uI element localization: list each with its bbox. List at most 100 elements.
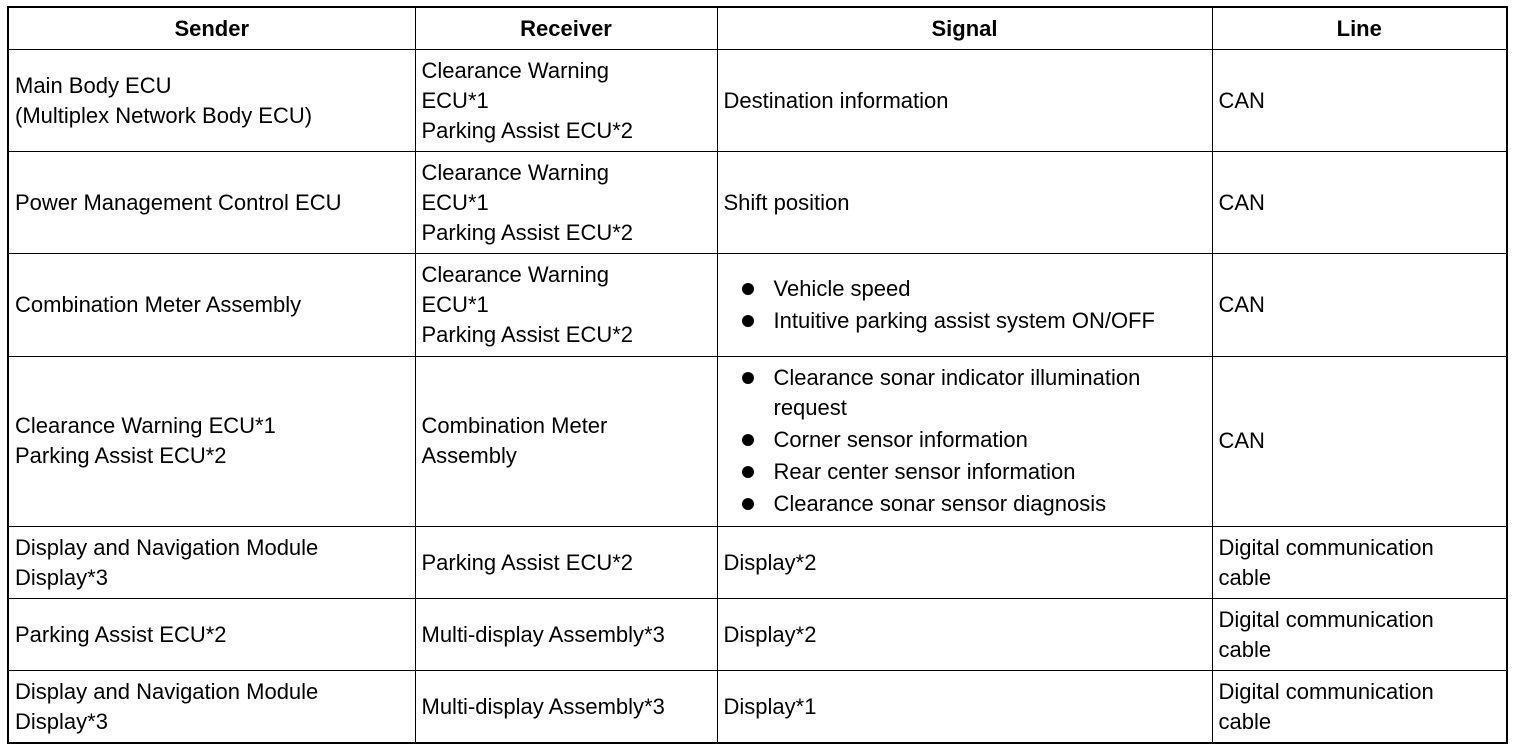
cell-text: cable <box>1218 708 1272 734</box>
line-cell: Digital communication cable <box>1211 670 1508 744</box>
receiver-cell: Multi-display Assembly*3 <box>414 598 718 672</box>
cell-text: Display*3 <box>15 564 108 590</box>
receiver-cell: Parking Assist ECU*2 <box>414 526 718 600</box>
receiver-cell: Clearance Warning ECU*1 Parking Assist E… <box>414 253 718 357</box>
cell-text: Clearance Warning ECU*1 <box>15 413 276 439</box>
bullet-icon <box>741 283 754 296</box>
cell-text: CAN <box>1218 292 1265 318</box>
cell-text: Combination Meter <box>421 413 608 439</box>
bullet-icon <box>741 434 754 447</box>
sender-cell: Main Body ECU (Multiplex Network Body EC… <box>7 48 416 153</box>
table-row: Main Body ECU (Multiplex Network Body EC… <box>7 48 1508 153</box>
bullet-item: Corner sensor information <box>740 425 1206 455</box>
cell-text: Shift position <box>723 189 850 215</box>
cell-text: CAN <box>1218 428 1265 454</box>
signal-bullet-list: Vehicle speed Intuitive parking assist s… <box>724 274 1206 336</box>
line-cell: CAN <box>1211 355 1508 528</box>
header-signal: Signal <box>716 6 1213 50</box>
cell-text: Power Management Control ECU <box>15 189 342 215</box>
cell-text: CAN <box>1218 87 1265 113</box>
receiver-cell: Multi-display Assembly*3 <box>414 670 718 744</box>
cell-text: Intuitive parking assist system ON/OFF <box>773 308 1155 334</box>
signal-table: Sender Receiver Signal Line Main Body EC… <box>7 6 1508 744</box>
bullet-item: Intuitive parking assist system ON/OFF <box>740 306 1206 336</box>
cell-text: Display*2 <box>723 549 817 575</box>
cell-text: Multi-display Assembly*3 <box>421 621 665 647</box>
header-row: Sender Receiver Signal Line <box>7 6 1508 50</box>
line-cell: CAN <box>1211 253 1508 357</box>
cell-text: CAN <box>1218 189 1265 215</box>
cell-text: Parking Assist ECU*2 <box>421 117 634 143</box>
bullet-item: Vehicle speed <box>740 274 1206 304</box>
cell-text: Display*1 <box>723 693 817 719</box>
cell-text: Main Body ECU <box>15 72 172 98</box>
signal-cell: Vehicle speed Intuitive parking assist s… <box>716 253 1213 357</box>
line-cell: Digital communication cable <box>1211 526 1508 600</box>
sender-cell: Power Management Control ECU <box>7 151 416 255</box>
cell-text: (Multiplex Network Body ECU) <box>15 102 313 128</box>
signal-cell: Shift position <box>716 151 1213 255</box>
cell-text: ECU*1 <box>421 189 489 215</box>
cell-text: Digital communication <box>1218 606 1434 632</box>
sender-cell: Display and Navigation Module Display*3 <box>7 526 416 600</box>
header-line: Line <box>1211 6 1508 50</box>
cell-text: Parking Assist ECU*2 <box>421 219 634 245</box>
cell-text: Parking Assist ECU*2 <box>421 549 634 575</box>
sender-cell: Clearance Warning ECU*1 Parking Assist E… <box>7 355 416 528</box>
cell-text: Parking Assist ECU*2 <box>421 322 634 348</box>
cell-text: request <box>773 395 847 421</box>
cell-text: Destination information <box>723 87 949 113</box>
header-sender: Sender <box>7 6 416 50</box>
sender-cell: Parking Assist ECU*2 <box>7 598 416 672</box>
cell-text: Clearance Warning <box>421 262 610 288</box>
cell-text: Clearance Warning <box>421 159 610 185</box>
receiver-cell: Clearance Warning ECU*1 Parking Assist E… <box>414 151 718 255</box>
cell-text: ECU*1 <box>421 292 489 318</box>
signal-cell: Display*1 <box>716 670 1213 744</box>
bullet-icon <box>741 466 754 479</box>
cell-text: Display*3 <box>15 708 108 734</box>
table-row: Clearance Warning ECU*1 Parking Assist E… <box>7 355 1508 528</box>
table-row: Combination Meter Assembly Clearance War… <box>7 253 1508 357</box>
table-row: Display and Navigation Module Display*3 … <box>7 670 1508 744</box>
receiver-cell: Combination Meter Assembly <box>414 355 718 528</box>
signal-bullet-list: Clearance sonar indicator illumination r… <box>724 363 1206 519</box>
cell-text: Clearance sonar indicator illumination <box>773 365 1141 391</box>
line-cell: CAN <box>1211 48 1508 153</box>
cell-text: Rear center sensor information <box>773 459 1076 485</box>
line-cell: Digital communication cable <box>1211 598 1508 672</box>
bullet-icon <box>741 498 754 511</box>
table-row: Parking Assist ECU*2 Multi-display Assem… <box>7 598 1508 672</box>
cell-text: Display and Navigation Module <box>15 534 319 560</box>
cell-text: Display*2 <box>723 621 817 647</box>
line-cell: CAN <box>1211 151 1508 255</box>
cell-text: Display and Navigation Module <box>15 678 319 704</box>
cell-text: Assembly <box>421 443 517 469</box>
cell-text: Vehicle speed <box>773 276 911 302</box>
cell-text: cable <box>1218 636 1272 662</box>
cell-text: ECU*1 <box>421 87 489 113</box>
cell-text: Clearance sonar sensor diagnosis <box>773 491 1107 517</box>
signal-cell: Clearance sonar indicator illumination r… <box>716 355 1213 528</box>
cell-text: Digital communication <box>1218 678 1434 704</box>
cell-text: Parking Assist ECU*2 <box>15 443 227 469</box>
cell-text: Corner sensor information <box>773 427 1028 453</box>
cell-text: Multi-display Assembly*3 <box>421 693 665 719</box>
receiver-cell: Clearance Warning ECU*1 Parking Assist E… <box>414 48 718 153</box>
signal-cell: Display*2 <box>716 598 1213 672</box>
sender-cell: Display and Navigation Module Display*3 <box>7 670 416 744</box>
bullet-icon <box>741 315 754 328</box>
signal-cell: Destination information <box>716 48 1213 153</box>
cell-text: cable <box>1218 564 1272 590</box>
cell-text: Digital communication <box>1218 534 1434 560</box>
header-receiver: Receiver <box>414 6 718 50</box>
sender-cell: Combination Meter Assembly <box>7 253 416 357</box>
cell-text: Parking Assist ECU*2 <box>15 621 227 647</box>
bullet-item: Clearance sonar indicator illumination r… <box>740 363 1206 423</box>
cell-text: Combination Meter Assembly <box>15 292 302 318</box>
signal-cell: Display*2 <box>716 526 1213 600</box>
bullet-item: Clearance sonar sensor diagnosis <box>740 489 1206 519</box>
bullet-icon <box>741 372 754 385</box>
table-row: Display and Navigation Module Display*3 … <box>7 526 1508 600</box>
cell-text: Clearance Warning <box>421 57 610 83</box>
